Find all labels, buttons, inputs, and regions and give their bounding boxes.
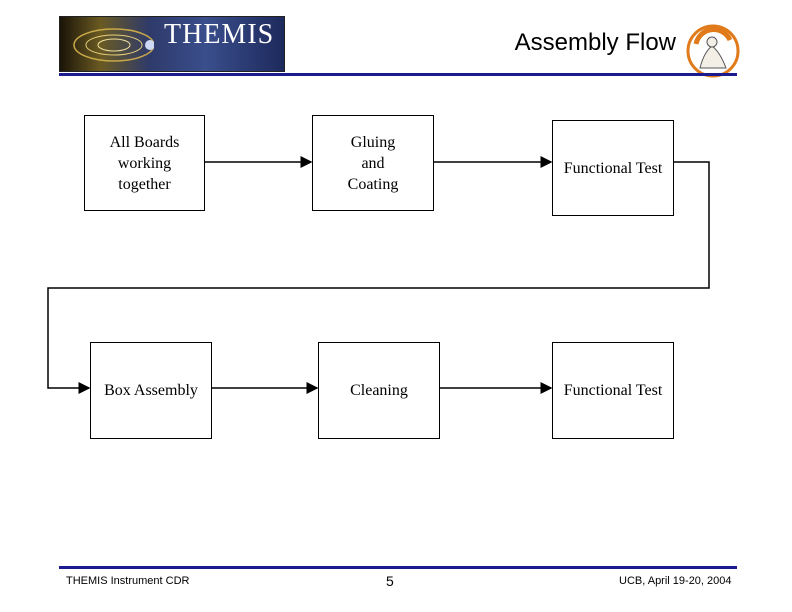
step-functional-test-1: Functional Test [552,120,674,216]
step-label: All Boards working together [109,133,180,193]
step-functional-test-2: Functional Test [552,342,674,439]
step-label: Cleaning [350,382,408,399]
step-label: Functional Test [563,159,663,177]
header-rule [59,73,737,76]
themis-seal-icon [686,24,740,78]
themis-logo-banner: THEMIS [59,16,285,72]
footer-right: UCB, April 19-20, 2004 [619,575,732,587]
page-number: 5 [386,573,394,589]
step-label: Gluing and Coating [347,133,399,193]
step-label: Box Assembly [104,382,198,399]
logo-text: THEMIS [164,19,275,50]
footer-left: THEMIS Instrument CDR [66,575,190,587]
step-box-assembly: Box Assembly [90,342,212,439]
arrow-test-to-box-assembly [47,161,710,394]
step-gluing-coating: Gluing and Coating [312,115,434,211]
step-label: Functional Test [563,382,663,399]
orbit-swirl-icon [73,28,154,62]
footer-rule [59,566,737,569]
slide-title: Assembly Flow [514,29,676,56]
step-all-boards: All Boards working together [84,115,205,211]
step-cleaning: Cleaning [318,342,440,439]
